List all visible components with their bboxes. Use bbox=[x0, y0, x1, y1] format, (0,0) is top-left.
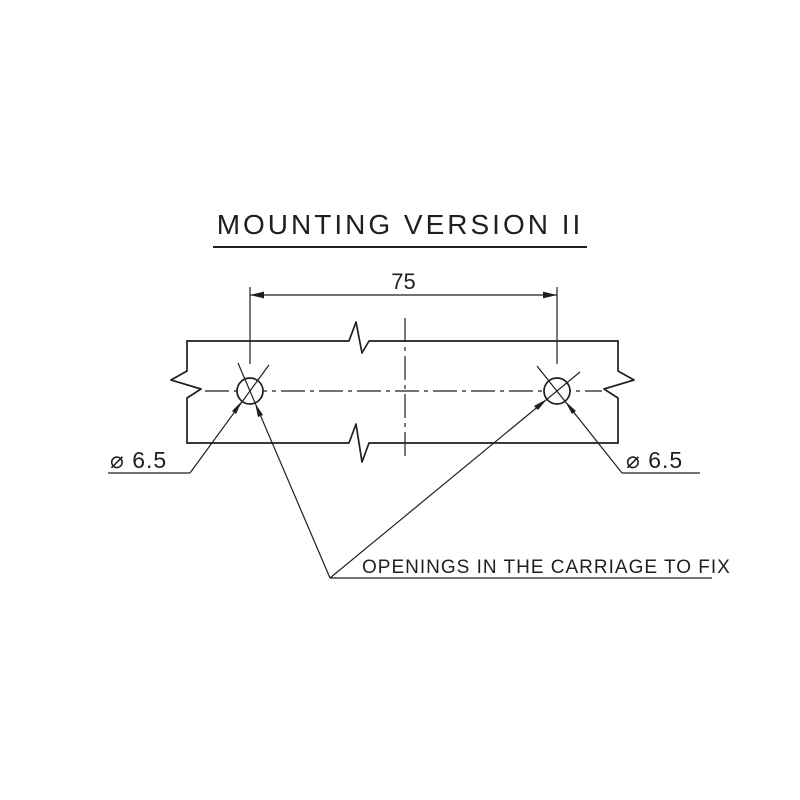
diameter-leader-left bbox=[189, 364, 270, 474]
diameter-arrow-left bbox=[232, 401, 242, 414]
diameter-leaders bbox=[108, 364, 700, 474]
drawing-title-text: MOUNTING VERSION II bbox=[212, 209, 588, 248]
plate-bottom-edge bbox=[186, 423, 619, 463]
plate-outline bbox=[170, 321, 635, 463]
diameter-callout-right: ⌀ 6.5 bbox=[626, 447, 684, 473]
diameter-callout-left: ⌀ 6.5 bbox=[110, 447, 168, 473]
leader-note-text: OPENINGS IN THE CARRIAGE TO FIX bbox=[362, 557, 731, 578]
plate-left-break-edge bbox=[170, 340, 202, 444]
dimension-arrow-right bbox=[543, 291, 557, 299]
diameter-arrow-right bbox=[565, 401, 576, 414]
plate-right-break-edge bbox=[603, 340, 635, 444]
dimension-value-hole-spacing: 75 bbox=[391, 269, 416, 294]
note-leaders bbox=[237, 362, 712, 579]
dimension-hole-spacing bbox=[249, 287, 558, 364]
centerlines bbox=[205, 318, 602, 458]
note-arrow-left-hole bbox=[255, 403, 263, 417]
drawing-title: MOUNTING VERSION II bbox=[0, 209, 800, 248]
diameter-leader-right bbox=[536, 365, 623, 474]
note-arrow-right-hole bbox=[534, 399, 547, 410]
dimension-arrow-left bbox=[250, 291, 264, 299]
plate-top-edge bbox=[186, 321, 619, 354]
note-leader-to-left-hole bbox=[237, 362, 331, 579]
